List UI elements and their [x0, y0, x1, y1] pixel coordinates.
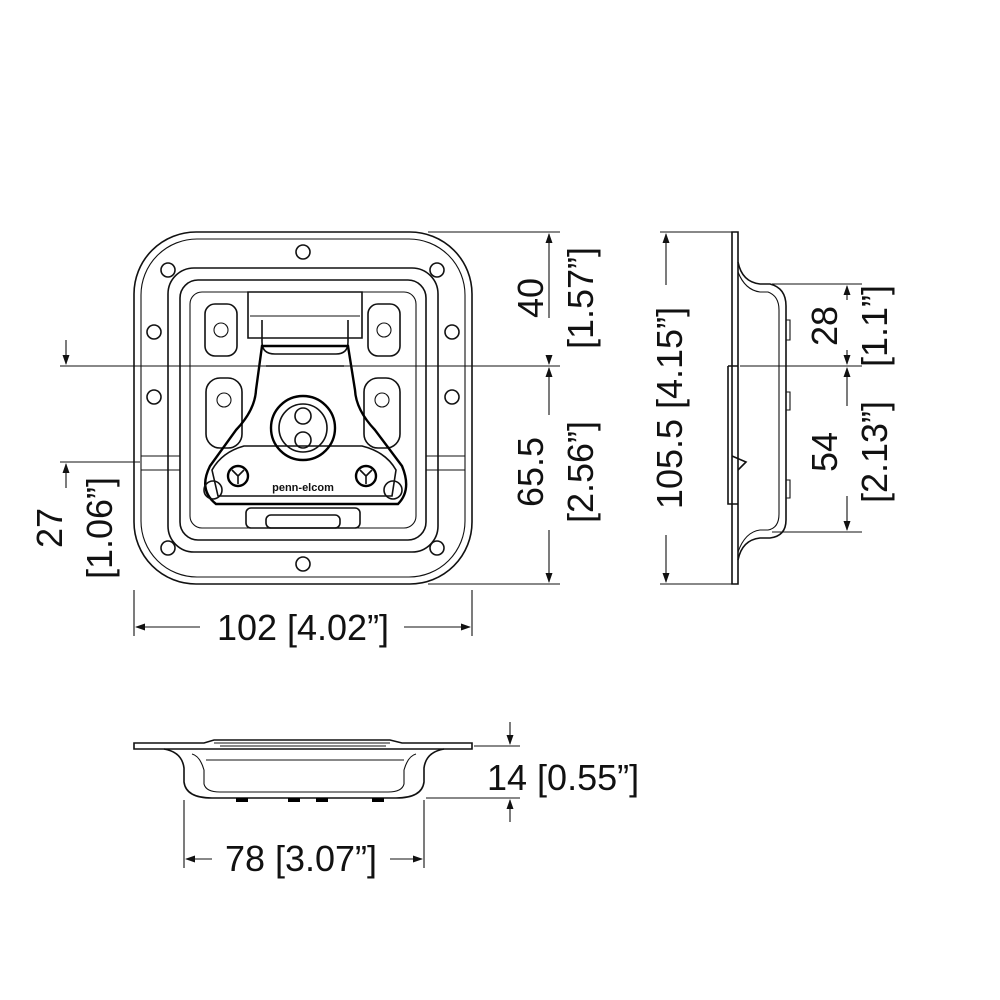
recess-outer	[167, 267, 439, 553]
mounting-hole	[160, 540, 176, 556]
left-rib	[141, 455, 180, 471]
dim-width: 102 [4.02”]	[217, 607, 389, 648]
bottom-hinge	[245, 507, 361, 529]
handle-loop	[261, 320, 349, 355]
mounting-hole	[444, 389, 460, 405]
front-view: penn-elcom	[133, 231, 473, 585]
top-left-slot	[204, 303, 238, 357]
bottom-flange-detail	[214, 742, 390, 747]
front-dimensions: 40 [1.57”] 65.5 [2.56”] 27 [1.06”] 102 […	[29, 231, 601, 648]
dim-top-in: [1.57”]	[560, 247, 601, 349]
dim-side-lower-mm: 54	[804, 432, 845, 472]
mounting-hole	[295, 244, 311, 260]
mounting-hole	[146, 389, 162, 405]
bottom-dish-inner	[191, 753, 417, 793]
dim-lower-mm: 65.5	[510, 437, 551, 507]
key-pin	[294, 407, 312, 425]
mounting-hole	[429, 262, 445, 278]
rivet	[374, 392, 390, 408]
top-right-slot	[367, 303, 401, 357]
mounting-hole	[160, 262, 176, 278]
side-dish-profile	[737, 261, 787, 561]
screw-slot	[359, 469, 373, 484]
dim-side-lower-in: [2.13”]	[854, 401, 895, 503]
dim-depth: 14 [0.55”]	[487, 757, 639, 798]
side-tabs	[786, 319, 791, 499]
dim-top-mm: 40	[510, 278, 551, 318]
side-flange	[731, 231, 739, 585]
bottom-dish-profile	[163, 748, 445, 799]
key-pin	[294, 431, 312, 449]
wing-plate	[211, 445, 397, 497]
dim-offset-mm: 27	[29, 508, 70, 548]
screw-slot	[231, 469, 245, 484]
mounting-hole	[295, 556, 311, 572]
right-rib	[426, 455, 465, 471]
dim-lower-in: [2.56”]	[560, 421, 601, 523]
side-dish-inner	[737, 271, 780, 553]
side-view: 105.5 [4.15”] 28 [1.1”] 54 [2.13”]	[649, 231, 895, 585]
dim-height-full: 105.5 [4.15”]	[649, 307, 690, 509]
mounting-hole	[429, 540, 445, 556]
lock-cylinder	[269, 394, 337, 462]
hinge-slot	[265, 514, 341, 529]
outer-flange-inner-edge	[140, 238, 466, 578]
butterfly-plate	[204, 344, 408, 506]
dim-side-upper-in: [1.1”]	[854, 285, 895, 367]
rivet	[213, 322, 229, 338]
mounting-hole	[146, 324, 162, 340]
rivet	[383, 480, 403, 500]
side-latch-body	[727, 365, 748, 505]
bottom-flange	[133, 739, 473, 750]
lock-cylinder-inner	[278, 403, 328, 453]
left-slot	[205, 377, 243, 449]
brand-logo-text: penn-elcom	[272, 482, 334, 494]
dim-dish-width: 78 [3.07”]	[225, 838, 377, 879]
mounting-hole	[444, 324, 460, 340]
bottom-view: 14 [0.55”] 78 [3.07”]	[133, 722, 639, 879]
rivet	[203, 480, 223, 500]
catch-bracket	[247, 291, 363, 339]
rivet	[376, 322, 392, 338]
recess-inner	[179, 279, 427, 541]
outer-flange	[133, 231, 473, 585]
wing-screw-right	[354, 464, 378, 488]
rivet	[216, 392, 232, 408]
dim-offset-in: [1.06”]	[79, 477, 120, 579]
dim-side-upper-mm: 28	[804, 306, 845, 346]
wing-screw-left	[226, 464, 250, 488]
right-slot	[363, 377, 401, 449]
mounting-holes	[146, 244, 460, 572]
